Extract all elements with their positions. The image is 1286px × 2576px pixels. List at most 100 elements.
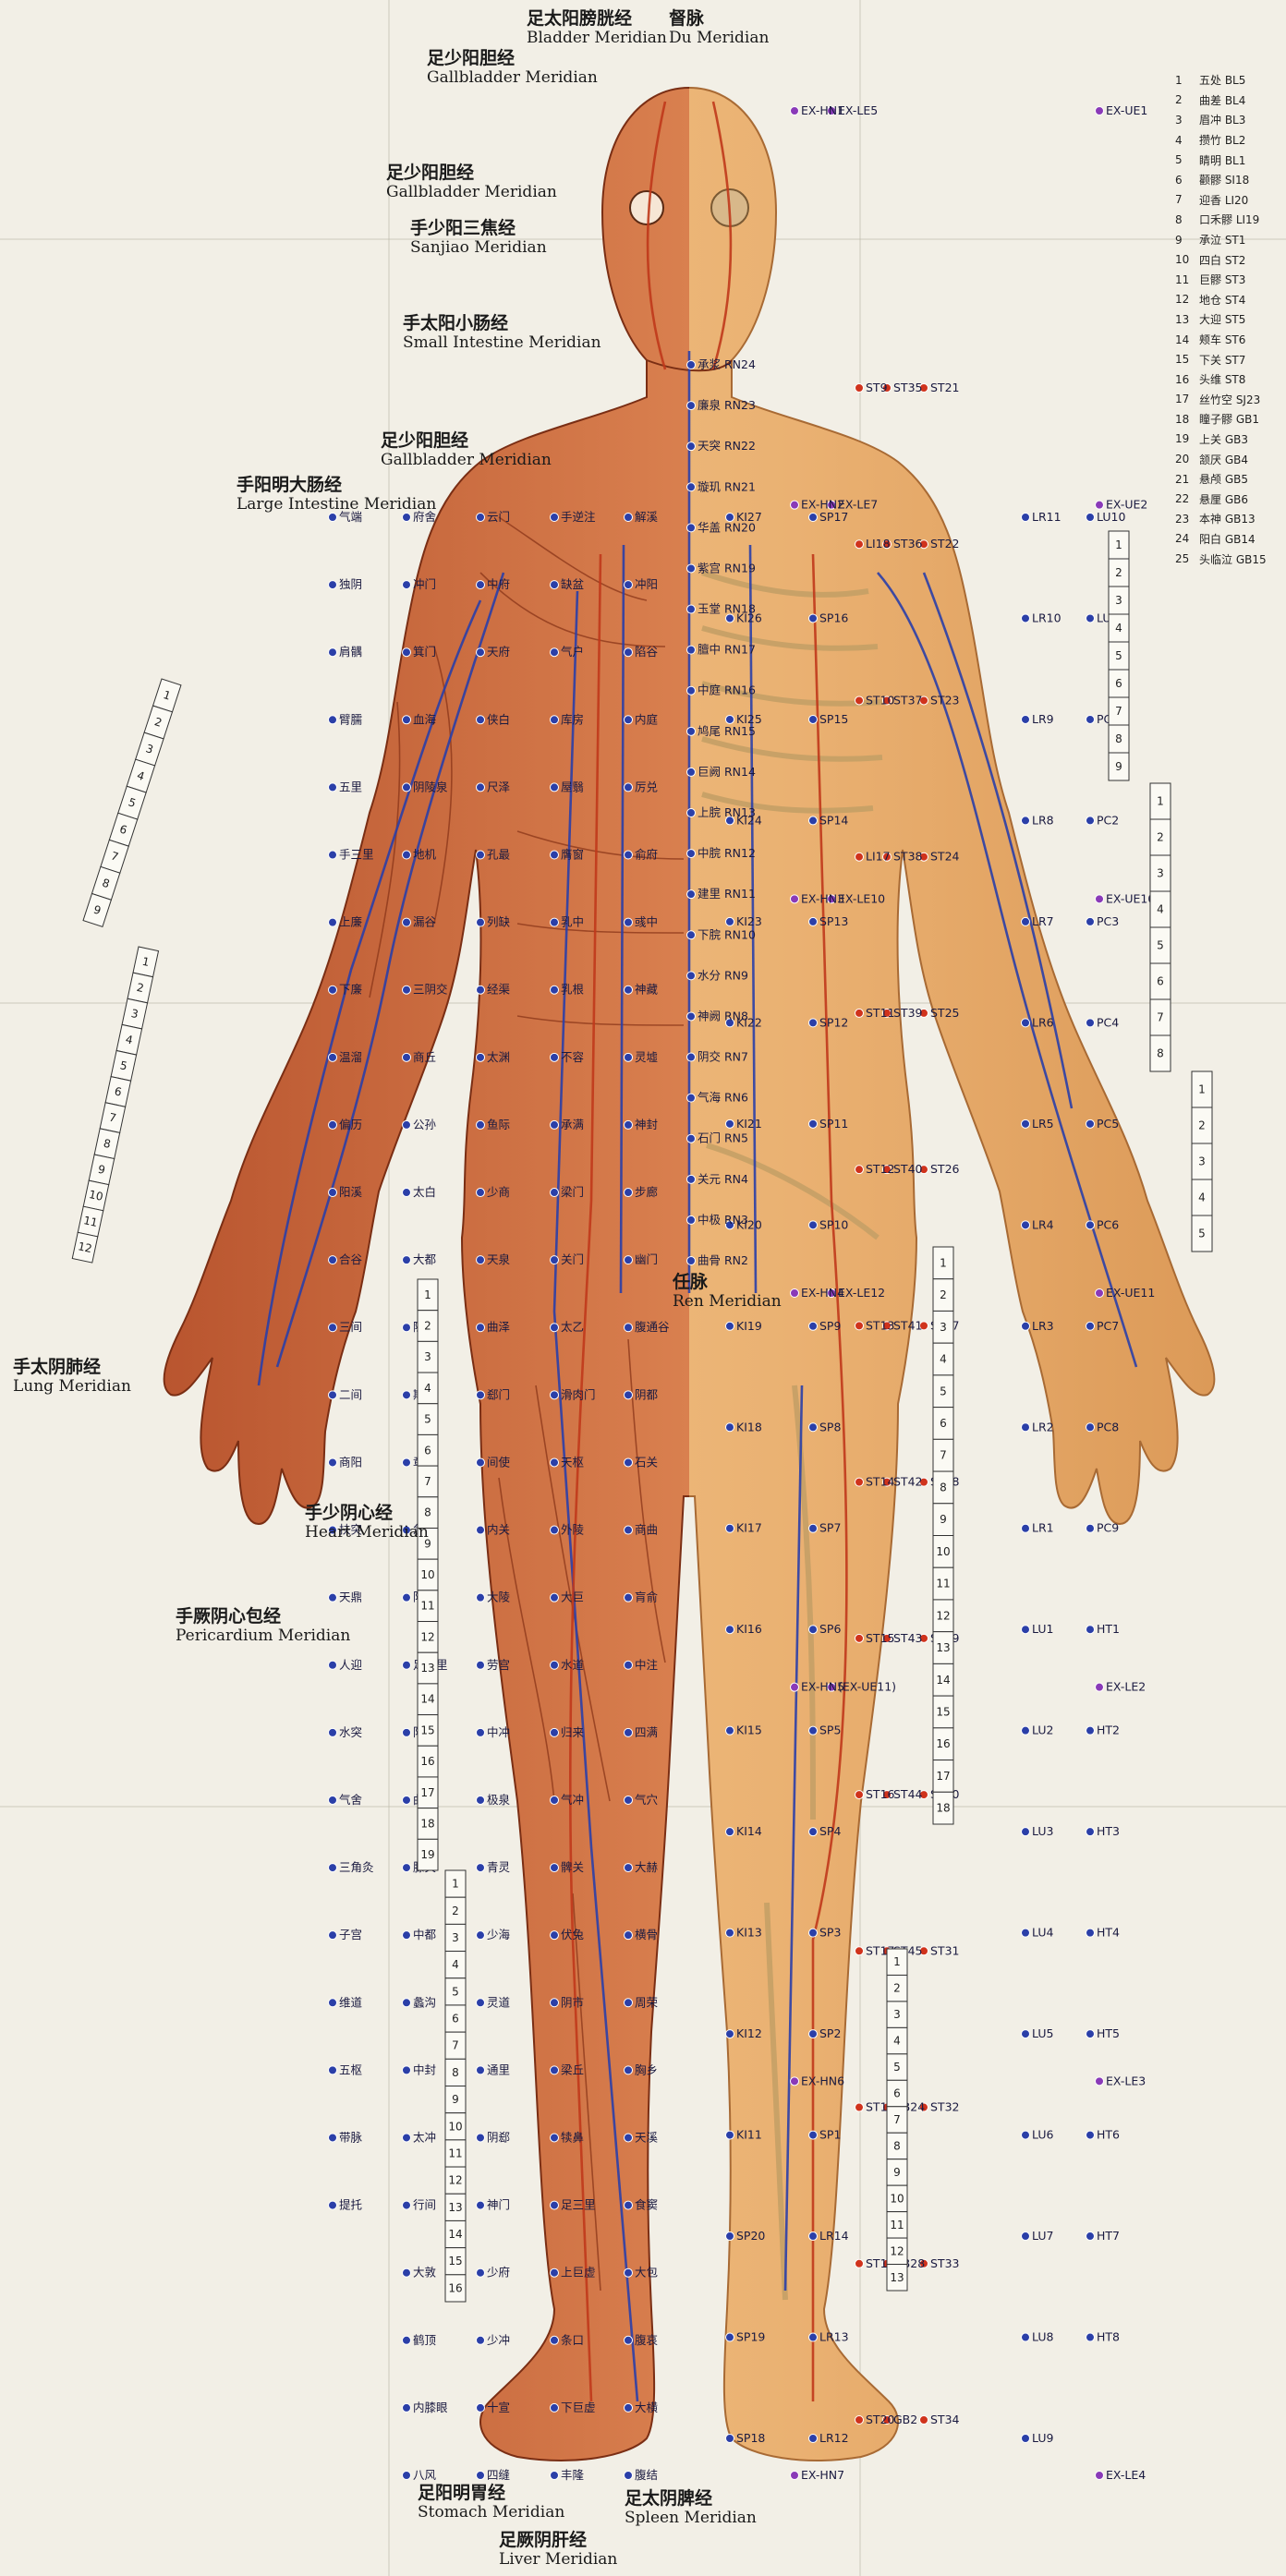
acupoint-label: SP18 — [736, 2431, 765, 2445]
acupoint-label: 上巨虚 — [561, 2266, 596, 2280]
acupoint-label: 气舍 — [339, 1793, 363, 1807]
acupoint-dot — [551, 783, 559, 792]
acupoint-dot — [809, 2131, 818, 2139]
acupoint-label: SP16 — [819, 611, 848, 624]
scale-number: 12 — [936, 1609, 950, 1622]
acupoint-dot — [625, 1053, 633, 1061]
acupoint-label: ST14 — [866, 1475, 895, 1489]
acupoint-dot — [1022, 1221, 1030, 1229]
acupoint-label: 三阴交 — [413, 983, 448, 997]
legend-row: 2曲差 BL4 — [1175, 91, 1284, 111]
acupoint-dot — [551, 514, 559, 522]
acupoint-dot — [687, 768, 696, 776]
acupoint-dot — [403, 1391, 411, 1399]
acupoint-label: 维道 — [339, 1995, 363, 2009]
acupoint-dot — [687, 1257, 696, 1265]
acupoint-label: 提托 — [339, 2198, 362, 2212]
acupoint-label: LR14 — [819, 2229, 849, 2243]
acupoint-label: LR1 — [1032, 1521, 1054, 1535]
acupoint-label: 膺窗 — [561, 848, 584, 862]
legend-row: 17丝竹空 SJ23 — [1175, 390, 1284, 410]
acupoint-dot — [1022, 614, 1030, 623]
scale-number: 4 — [1115, 622, 1122, 635]
acupoint-dot — [855, 696, 864, 705]
legend-number: 11 — [1175, 273, 1199, 286]
acupoint-label: ST38 — [893, 850, 923, 864]
acupoint-label: LR10 — [1032, 611, 1062, 624]
acupoint-label: EX-LE5 — [838, 103, 878, 117]
acupoint-label: 大敦 — [413, 2266, 437, 2280]
acupoint-label: KI27 — [736, 510, 762, 524]
acupoint-dot — [687, 931, 696, 939]
acupoint-label: SP2 — [819, 2026, 841, 2040]
acupoint-dot — [1022, 1828, 1030, 1836]
acupoint-label: KI20 — [736, 1217, 762, 1231]
acupoint-dot — [1086, 1524, 1095, 1532]
acupoint-dot — [477, 2201, 485, 2209]
acupoint-dot — [809, 1221, 818, 1229]
acupoint-label: 灵墟 — [635, 1050, 658, 1064]
acupoint-dot — [477, 1593, 485, 1602]
acupoint-label: ST26 — [930, 1162, 960, 1176]
acupoint-dot — [809, 1423, 818, 1432]
scale-number: 11 — [420, 1600, 434, 1613]
acupoint-dot — [625, 1458, 633, 1467]
acupoint-label: 侠白 — [487, 712, 510, 726]
acupoint-label: 鱼际 — [487, 1118, 510, 1131]
acupoint-label: 血海 — [413, 712, 437, 726]
acupoint-label: SP1 — [819, 2128, 841, 2142]
acupoint-label: 手三里 — [339, 848, 374, 862]
acupoint-label: LU5 — [1032, 2026, 1053, 2040]
acupoint-dot — [329, 1391, 337, 1399]
scale-number: 5 — [1157, 939, 1164, 952]
acupoint-dot — [1086, 715, 1095, 723]
acupoint-dot — [809, 514, 818, 522]
scale-number: 7 — [940, 1449, 947, 1462]
scale-number: 14 — [420, 1693, 434, 1706]
acupoint-dot — [477, 1796, 485, 1804]
acupoint-label: 屋翳 — [561, 780, 584, 793]
acupoint-label: HT7 — [1097, 2229, 1120, 2243]
acupoint-dot — [403, 1324, 411, 1332]
acupoint-dot — [329, 1256, 337, 1264]
acupoint-label: 三角灸 — [339, 1860, 374, 1874]
acupoint-label: 中都 — [413, 1928, 437, 1941]
acupoint-label: 商曲 — [635, 1523, 658, 1537]
acupoint-label: 下脘 RN10 — [698, 927, 756, 941]
acupoint-dot — [1086, 1322, 1095, 1330]
acupoint-dot — [625, 1864, 633, 1872]
scale-number: 5 — [1198, 1228, 1206, 1240]
acupoint-dot — [477, 514, 485, 522]
acupoint-label: 曲泽 — [487, 1320, 510, 1334]
acupoint-label: SP20 — [736, 2229, 765, 2243]
acupoint-label: 四缝 — [487, 2468, 510, 2482]
acupoint-label: EX-LE7 — [838, 498, 878, 512]
acupoint-label: ST43 — [893, 1631, 922, 1645]
scale-number: 13 — [890, 2271, 904, 2284]
legend-point-name: 丝竹空 SJ23 — [1199, 392, 1260, 407]
scale-number: 3 — [893, 2008, 901, 2021]
acupoint-label: 缺盆 — [561, 577, 585, 591]
acupoint-dot — [625, 1256, 633, 1264]
acupoint-dot — [477, 918, 485, 926]
acupoint-dot — [403, 1931, 411, 1940]
scale-number: 3 — [1115, 594, 1122, 607]
acupoint-label: ST11 — [866, 1006, 894, 1020]
acupoint-label: 中封 — [413, 2062, 436, 2076]
acupoint-label: HT1 — [1097, 1622, 1120, 1636]
acupoint-dot — [477, 2268, 485, 2277]
acupoint-dot — [687, 402, 696, 410]
acupoint-label: 大陵 — [487, 1590, 511, 1604]
acupoint-label: 四满 — [635, 1725, 658, 1739]
acupoint-dot — [403, 1728, 411, 1736]
acupoint-label: 肓俞 — [635, 1590, 659, 1604]
scale-number: 17 — [420, 1786, 434, 1799]
acupoint-label: 少海 — [487, 1928, 511, 1941]
acupoint-label: SP7 — [819, 1521, 841, 1535]
acupoint-dot — [477, 2403, 485, 2412]
acupoint-dot — [625, 1796, 633, 1804]
acupoint-dot — [477, 2472, 485, 2480]
